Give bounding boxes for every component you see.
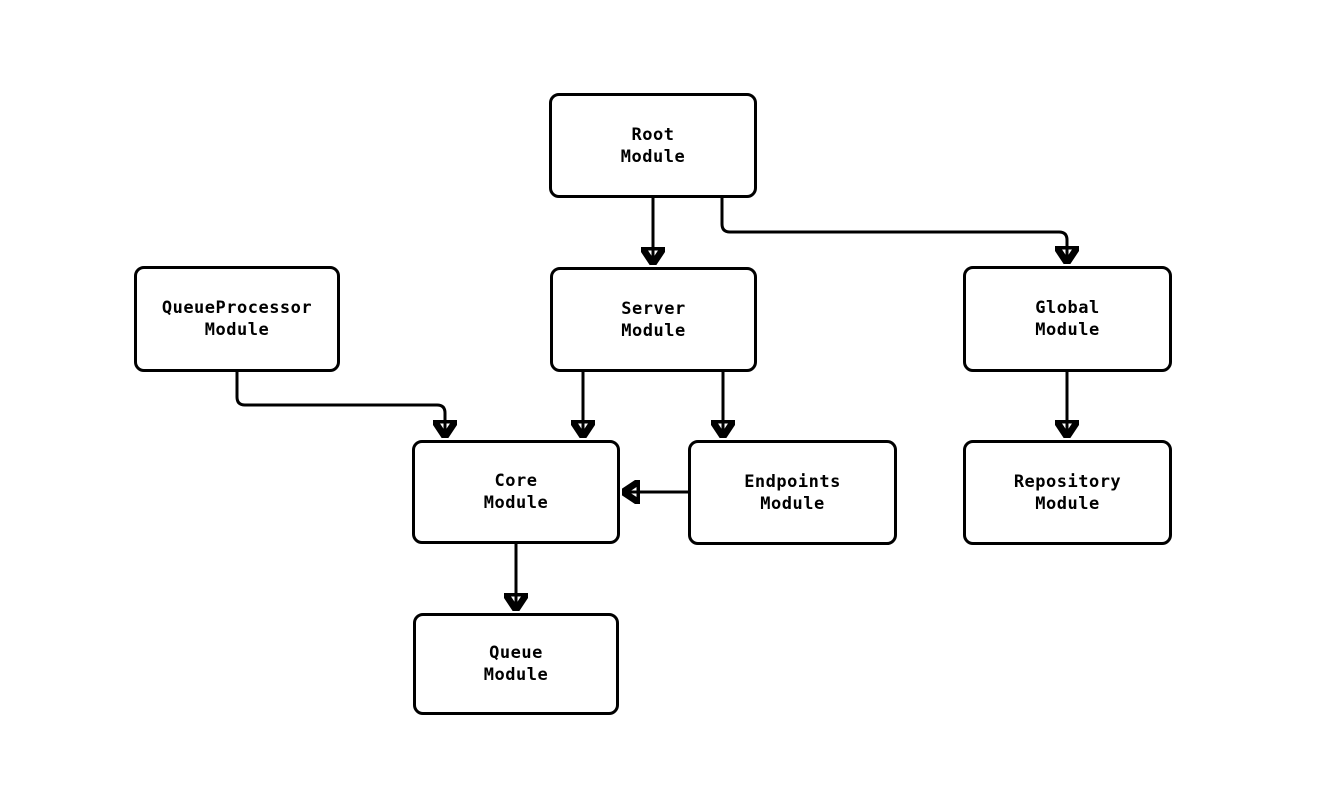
edge-root-to-global (720, 198, 1067, 263)
node-label-line1: Endpoints (744, 471, 841, 492)
node-label-line2: Module (483, 493, 549, 513)
edge-queueprocessor-to-core (235, 372, 445, 437)
node-root-module: Root Module (549, 93, 757, 198)
node-label-line1: Server (621, 298, 686, 319)
node-global-module: Global Module (963, 266, 1172, 372)
node-repository-module: Repository Module (963, 440, 1172, 545)
node-endpoints-module: Endpoints Module (688, 440, 897, 545)
node-queue-module: Queue Module (413, 613, 619, 715)
node-label-line2: Module (483, 665, 549, 685)
node-label-line2: Module (621, 320, 686, 341)
node-label-line1: QueueProcessor (161, 298, 313, 318)
node-core-module: Core Module (412, 440, 620, 544)
node-server-module: Server Module (550, 267, 757, 372)
node-label-line2: Module (760, 493, 825, 514)
node-label-line1: Queue (489, 643, 543, 663)
node-label-line2: Module (620, 146, 686, 167)
node-label-line2: Module (204, 320, 270, 340)
node-label-line1: Repository (1013, 471, 1122, 492)
node-label-line1: Root (631, 124, 675, 145)
node-label-line2: Module (1035, 320, 1100, 340)
node-label-line2: Module (1035, 493, 1100, 514)
node-label-line1: Global (1035, 298, 1100, 318)
node-label-line1: Core (494, 471, 538, 491)
node-queueprocessor-module: QueueProcessor Module (134, 266, 340, 372)
